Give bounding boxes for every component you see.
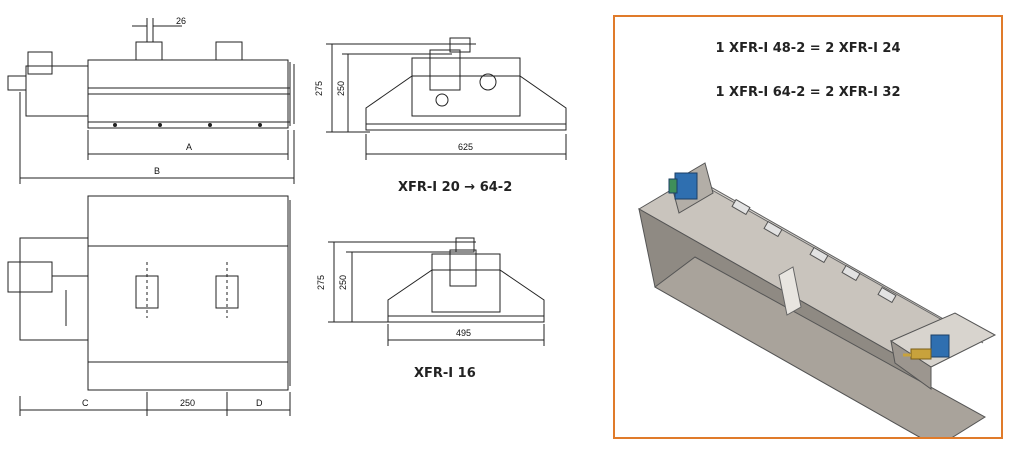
dim-height-inner-large: 250 — [336, 81, 346, 96]
top-view — [7, 195, 291, 416]
right-motor — [930, 334, 950, 358]
gas-valve — [910, 348, 932, 360]
front-view-small — [328, 237, 545, 346]
technical-drawings: 26 A B 275 250 625 — [7, 16, 567, 416]
formula-64-2: 1 XFR-I 64-2 = 2 XFR-I 32 — [715, 85, 901, 100]
front-view-large — [326, 37, 567, 160]
formula-48-2: 1 XFR-I 48-2 = 2 XFR-I 24 — [715, 41, 901, 56]
dim-height-outer-large: 275 — [314, 81, 324, 96]
heater-3d-render — [638, 162, 997, 437]
dim-spacing: 250 — [180, 398, 195, 408]
dim-length-c: C — [82, 398, 89, 408]
dim-top-gap: 26 — [176, 16, 186, 26]
dim-length-b: B — [154, 166, 160, 176]
dim-length-d: D — [256, 398, 263, 408]
dim-length-a: A — [186, 142, 192, 152]
side-view — [7, 18, 295, 184]
dim-height-outer-small: 275 — [316, 275, 326, 290]
drawing-canvas: 26 A B 275 250 625 — [7, 16, 567, 416]
caption-model-small: XFR-I 16 — [414, 366, 476, 381]
render-panel: 1 XFR-I 48-2 = 2 XFR-I 24 1 XFR-I 64-2 =… — [613, 15, 1003, 439]
hanger-clips — [731, 198, 897, 304]
dim-height-inner-small: 250 — [338, 275, 348, 290]
caption-model-range: XFR-I 20 → 64-2 — [398, 180, 513, 195]
dim-width-large: 625 — [458, 142, 473, 152]
left-motor — [674, 172, 698, 200]
dim-width-small: 495 — [456, 328, 471, 338]
